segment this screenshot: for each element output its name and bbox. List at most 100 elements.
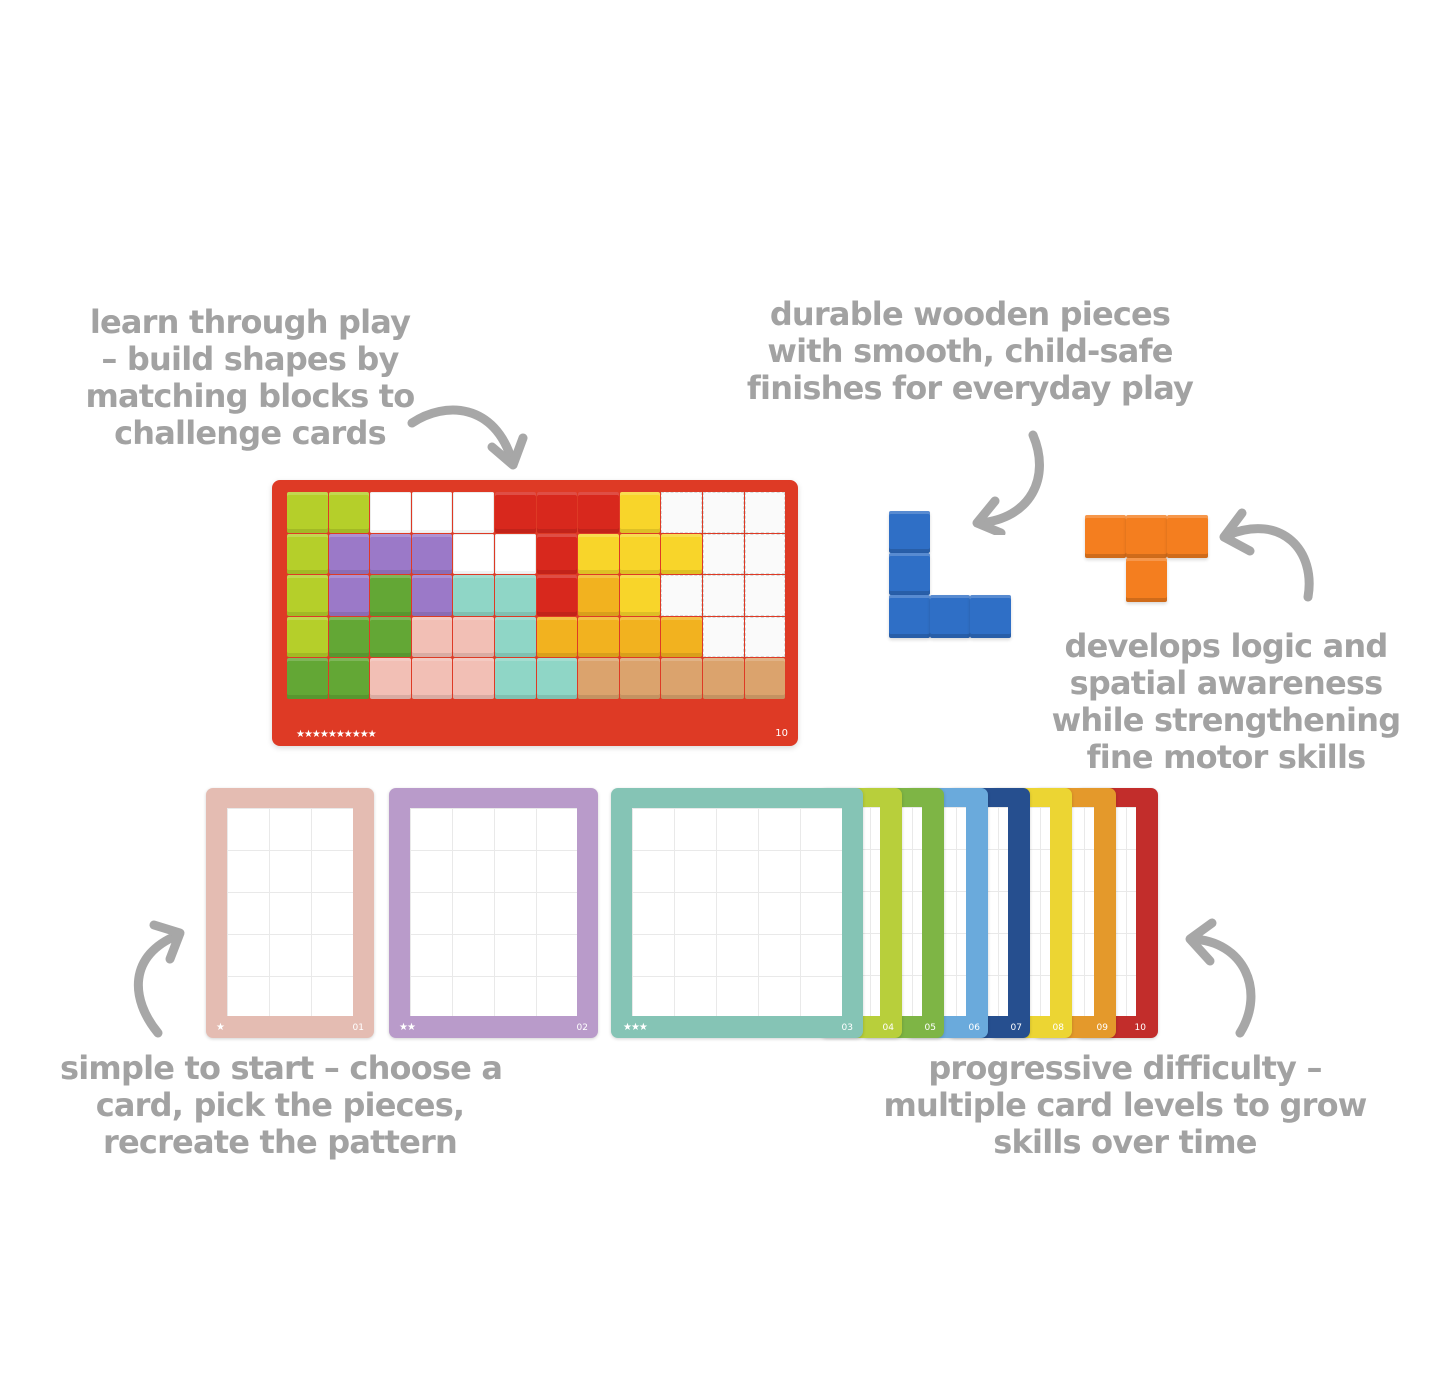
board-block-teal[interactable] <box>536 658 578 699</box>
board-block-wood[interactable] <box>619 658 661 699</box>
board-block-lime[interactable] <box>287 492 328 533</box>
board-block-teal[interactable] <box>453 575 494 616</box>
board-block-lime[interactable] <box>287 616 328 658</box>
board-empty-slot <box>703 492 744 533</box>
card-number: 09 <box>1096 1023 1108 1033</box>
board-number: 10 <box>775 728 788 739</box>
board-block-yellow[interactable] <box>619 492 661 533</box>
orange-t-piece[interactable] <box>1085 515 1208 602</box>
caption-line: – build shapes by <box>101 340 399 378</box>
board-block-purple[interactable] <box>328 533 370 575</box>
block <box>1167 515 1208 558</box>
card-number: 10 <box>1134 1023 1146 1033</box>
board-block-green[interactable] <box>370 616 411 658</box>
board-block-lime[interactable] <box>287 575 328 616</box>
card-number: 01 <box>352 1023 364 1033</box>
caption-line: learn through play <box>89 303 411 341</box>
board-block-lime[interactable] <box>328 492 370 533</box>
caption-line: spatial awareness <box>1069 664 1384 702</box>
board-block-purple[interactable] <box>411 575 453 616</box>
caption-line: progressive difficulty – <box>928 1049 1322 1087</box>
board-block-pink[interactable] <box>453 616 494 658</box>
block <box>1126 515 1167 558</box>
block <box>889 595 930 638</box>
caption-line: multiple card levels to grow <box>883 1086 1367 1124</box>
board-block-green[interactable] <box>328 658 370 699</box>
board-empty-slot <box>744 616 786 658</box>
block <box>1085 515 1126 558</box>
board-block-yellow[interactable] <box>578 533 619 575</box>
board-block-purple[interactable] <box>411 533 453 575</box>
board-block-white[interactable] <box>495 533 536 575</box>
board-block-red[interactable] <box>536 575 578 616</box>
board-difficulty-stars: ★★★★★★★★★★ <box>296 729 377 740</box>
caption-line: card, pick the pieces, <box>95 1086 465 1124</box>
caption-line: recreate the pattern <box>103 1123 458 1161</box>
board-block-orange[interactable] <box>578 575 619 616</box>
board-block-wood[interactable] <box>703 658 744 699</box>
board-block-orange[interactable] <box>536 616 578 658</box>
blue-l-piece[interactable] <box>889 511 1011 638</box>
board-block-teal[interactable] <box>495 658 536 699</box>
board-block-pink[interactable] <box>411 658 453 699</box>
board-block-red[interactable] <box>536 533 578 575</box>
board-block-teal[interactable] <box>495 575 536 616</box>
board-block-pink[interactable] <box>411 616 453 658</box>
board-block-yellow[interactable] <box>619 575 661 616</box>
board-block-pink[interactable] <box>453 658 494 699</box>
board-block-pink[interactable] <box>370 658 411 699</box>
board-empty-slot <box>703 533 744 575</box>
board-block-purple[interactable] <box>328 575 370 616</box>
card-number: 04 <box>882 1023 894 1033</box>
board-block-white[interactable] <box>453 492 494 533</box>
board-block-teal[interactable] <box>495 616 536 658</box>
caption-progressive-difficulty: progressive difficulty – multiple card l… <box>880 1050 1370 1161</box>
block <box>1126 558 1167 602</box>
board-empty-slot <box>744 492 786 533</box>
board-block-orange[interactable] <box>619 616 661 658</box>
challenge-card[interactable]: ★ 01 <box>206 788 374 1038</box>
card-difficulty-stars: ★★ <box>399 1022 416 1033</box>
board-empty-slot <box>703 575 744 616</box>
board-block-orange[interactable] <box>578 616 619 658</box>
board-block-wood[interactable] <box>578 658 619 699</box>
board-block-green[interactable] <box>370 575 411 616</box>
board-block-wood[interactable] <box>661 658 702 699</box>
board-block-wood[interactable] <box>744 658 786 699</box>
board-block-white[interactable] <box>411 492 453 533</box>
block <box>889 553 930 595</box>
caption-line: fine motor skills <box>1086 738 1367 776</box>
caption-develops-logic: develops logic and spatial awareness whi… <box>1048 628 1404 776</box>
board-block-red[interactable] <box>495 492 536 533</box>
caption-durable-pieces: durable wooden pieces with smooth, child… <box>745 296 1195 407</box>
board-block-yellow[interactable] <box>661 533 702 575</box>
board-block-yellow[interactable] <box>619 533 661 575</box>
caption-line: develops logic and <box>1064 627 1388 665</box>
challenge-card[interactable]: ★★ 02 <box>389 788 598 1038</box>
challenge-card[interactable]: ★★★ 03 <box>611 788 863 1038</box>
arrow-to-last-cards-icon <box>1185 918 1256 1038</box>
board-empty-slot <box>744 575 786 616</box>
board-block-orange[interactable] <box>661 616 702 658</box>
board-block-white[interactable] <box>370 492 411 533</box>
board-block-red[interactable] <box>578 492 619 533</box>
arrow-to-orange-piece-icon <box>1219 508 1314 602</box>
board-block-red[interactable] <box>536 492 578 533</box>
board-empty-slot <box>661 492 702 533</box>
board-block-green[interactable] <box>328 616 370 658</box>
block <box>970 595 1011 638</box>
caption-line: challenge cards <box>114 414 387 452</box>
board-block-white[interactable] <box>453 533 494 575</box>
puzzle-board: ★★★★★★★★★★ 10 <box>272 480 798 746</box>
board-block-lime[interactable] <box>287 533 328 575</box>
board-empty-slot <box>744 533 786 575</box>
card-grid <box>410 808 577 1016</box>
arrow-to-first-card-icon <box>133 920 185 1038</box>
card-number: 07 <box>1010 1023 1022 1033</box>
card-number: 05 <box>924 1023 936 1033</box>
board-block-purple[interactable] <box>370 533 411 575</box>
block <box>930 595 970 638</box>
arrow-to-board-icon <box>407 405 528 470</box>
board-empty-slot <box>703 616 744 658</box>
board-block-green[interactable] <box>287 658 328 699</box>
